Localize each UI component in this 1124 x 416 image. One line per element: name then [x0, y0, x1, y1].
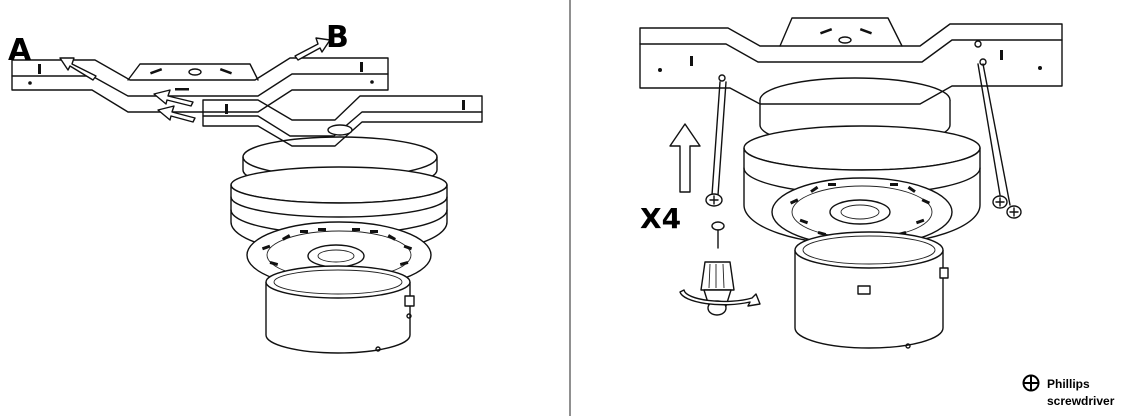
screwdriver-icon: [679, 261, 761, 316]
slide-arrow-b: [294, 37, 331, 61]
tool-requirement: Phillips screwdriver: [1022, 374, 1115, 408]
label-a: A: [8, 33, 32, 68]
screw-icon: [705, 193, 1022, 249]
up-arrow-icon: [669, 123, 701, 193]
step-slide-bracket-panel: A B: [8, 20, 483, 354]
phillips-head-icon: [1022, 374, 1040, 392]
tool-name-line2: screwdriver: [1047, 394, 1115, 408]
slide-arrow-a: [59, 57, 97, 81]
screw-count-label: X4: [640, 202, 681, 235]
label-b: B: [326, 20, 349, 55]
fan-motor-housing-right: [743, 77, 981, 349]
slide-arrow-bracket: [153, 89, 196, 123]
mounting-bracket: [202, 95, 483, 147]
step-attach-screws-panel: X4 Phillips screwdriver: [639, 17, 1115, 408]
tool-name-line1: Phillips: [1047, 377, 1090, 391]
fan-motor-housing: [230, 136, 448, 354]
screw-guides: [711, 63, 1011, 206]
